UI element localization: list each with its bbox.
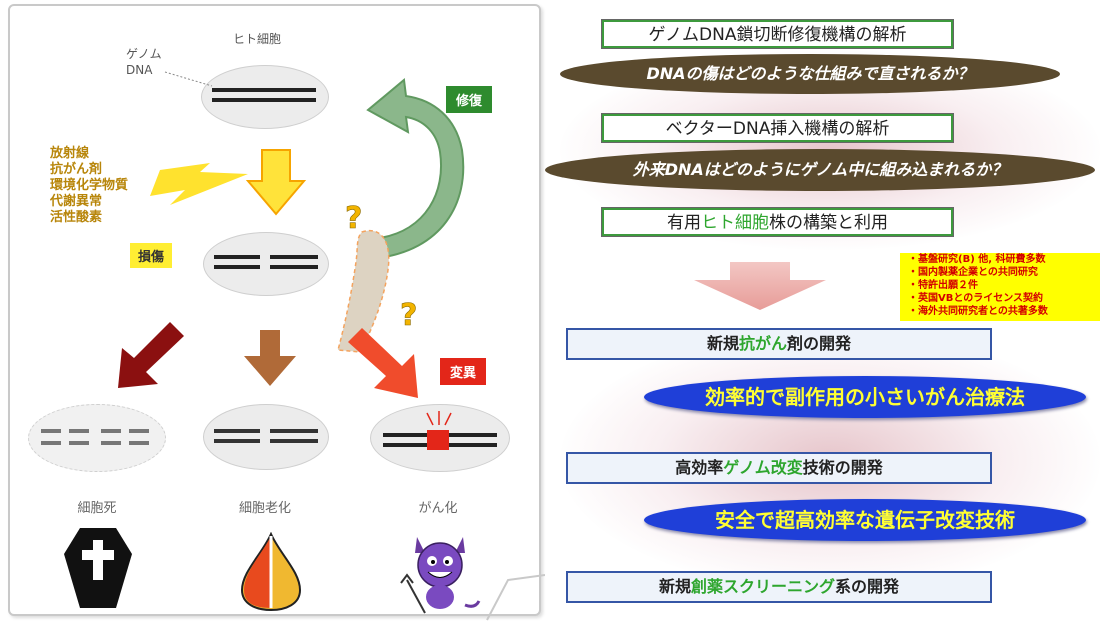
page-curl-line [486,574,545,621]
development-goal-2: 高効率ゲノム改変技術の開発 [566,452,992,484]
goal-2-suffix: 技術の開発 [802,458,883,477]
mutation-site [427,430,449,450]
broken-strand [270,265,318,269]
drop-icon [240,532,302,612]
genome-label-line1: ゲノム [126,47,162,61]
repair-arrow [366,78,465,260]
goal-3-prefix: 新規 [658,577,691,596]
uncertain-path [337,229,390,353]
topic-3-prefix: 有用 [667,213,701,233]
healthy-cell [201,65,329,129]
achievement-item: ・特許出願２件 [908,280,978,291]
fragment [129,429,149,433]
damage-badge: 損傷 [130,243,173,268]
outcome-pill-1: 効率的で副作用の小さいがん治療法 [644,376,1086,418]
dna-strand-top [212,88,316,92]
stressor-item: 放射線 [50,146,90,161]
death-arrow [118,322,184,388]
goal-1-highlight: 抗がん [738,334,787,353]
research-topic-3: 有用ヒト細胞株の構築と利用 [601,207,954,237]
stressor-item: 活性酸素 [50,210,103,225]
stressor-item: 代謝異常 [50,194,103,209]
stressor-list: 放射線 抗がん剤 環境化学物質 代謝異常 活性酸素 [50,146,128,226]
mutation-badge: 変異 [440,358,487,385]
achievements-note: ・基盤研究(B) 他, 科研費多数 ・国内製薬企業との共同研究 ・特許出願２件 … [900,253,1100,321]
stressor-item: 抗がん剤 [50,162,103,177]
achievement-item: ・英国VBとのライセンス契約 [908,293,1044,304]
strand [270,429,318,433]
achievement-item: ・海外共同研究者との共著多数 [908,306,1048,317]
broken-strand [214,255,260,259]
cancer-arrow [348,328,418,398]
research-topic-1: ゲノムDNA鎖切断修復機構の解析 [601,19,954,49]
fragment [129,441,149,445]
question-mark-2: ? [400,298,417,333]
broken-strand [270,255,318,259]
strand [270,439,318,443]
goal-3-highlight: 創薬スクリーニング [690,577,835,596]
fragment [101,441,121,445]
genome-leader-line [164,71,213,87]
goal-2-highlight: ゲノム改変 [723,458,803,477]
goal-3-suffix: 系の開発 [835,577,900,596]
cancerous-cell [370,404,510,472]
strand [214,429,260,433]
fragment [41,441,61,445]
fragment [69,429,89,433]
goal-1-prefix: 新規 [706,334,739,353]
outcome-pill-2: 安全で超高効率な遺伝子改変技術 [644,499,1086,541]
broken-strand [214,265,260,269]
topic-3-highlight: ヒト細胞 [701,213,769,233]
senescent-cell [203,404,329,470]
development-goal-3: 新規創薬スクリーニング系の開発 [566,571,992,603]
repair-badge: 修復 [446,86,493,113]
fragment [41,429,61,433]
stressor-item: 環境化学物質 [50,178,129,193]
dead-cell [28,404,166,472]
genome-label-line2: DNA [126,63,153,77]
alert-rays-icon [426,411,452,426]
fragment [101,429,121,433]
genome-dna-label: ゲノム DNA [126,46,162,78]
outcome-senescence: 細胞老化 [238,501,291,516]
coffin-icon [64,528,132,608]
goal-1-suffix: 剤の開発 [787,334,852,353]
down-arrow-icon [694,262,826,310]
topic-3-suffix: 株の構築と利用 [769,213,888,233]
goal-2-prefix: 高効率 [675,458,724,477]
fragment [69,441,89,445]
question-pill-1: DNAの傷はどのような仕組みで直されるか？ [560,54,1060,94]
left-diagram-graphics: ? ? [118,71,545,621]
development-goal-1: 新規抗がん剤の開発 [566,328,992,360]
damaged-cell [203,232,329,296]
senescence-arrow [244,330,296,386]
devil-icon [400,537,481,614]
dna-strand-bottom [212,98,316,102]
question-mark-1: ? [345,201,362,236]
achievement-item: ・基盤研究(B) 他, 科研費多数 [908,254,1046,265]
outcome-cancer: がん化 [418,501,458,516]
damage-down-arrow [245,149,307,216]
research-topic-2: ベクターDNA挿入機構の解析 [601,113,954,143]
cell-title: ヒト細胞 [233,32,282,46]
achievement-item: ・国内製薬企業との共同研究 [908,267,1038,278]
question-pill-2: 外来DNAはどのようにゲノム中に組み込まれるか？ [545,149,1095,191]
strand [214,439,260,443]
lightning-icon [150,163,248,205]
outcome-cell-death: 細胞死 [77,501,117,516]
